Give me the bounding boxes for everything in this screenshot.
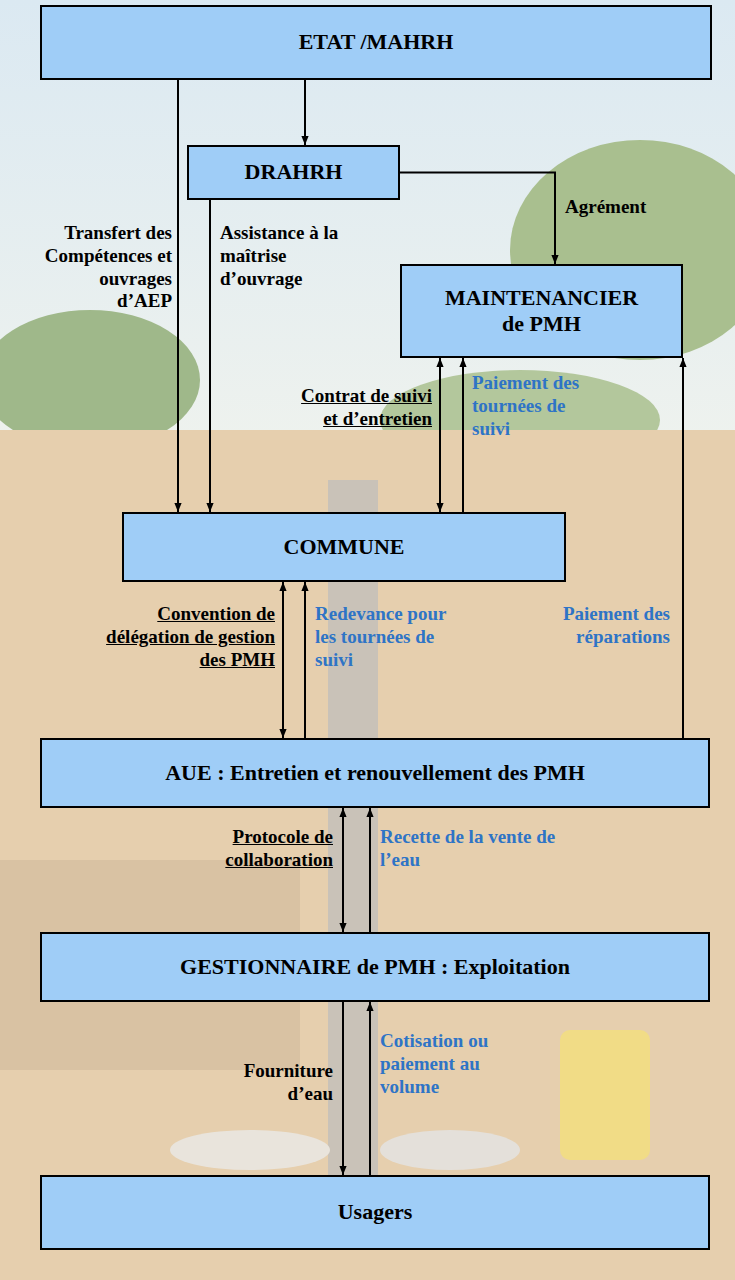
- edge-label: Paiement des tournées de suivi: [472, 372, 579, 439]
- box-label: ETAT /MAHRH: [299, 29, 454, 55]
- box-label: AUE : Entretien et renouvellement des PM…: [165, 760, 585, 786]
- edge-label: Protocole de collaboration: [225, 826, 333, 870]
- pump-pipe: [328, 480, 378, 1180]
- connector-arrow: [462, 358, 464, 512]
- connector-arrow: [369, 1002, 371, 1175]
- connector-arrow: [304, 80, 306, 145]
- connector-arrow: [177, 80, 179, 512]
- connector-arrow: [304, 582, 306, 738]
- process-box: COMMUNE: [122, 512, 566, 582]
- process-box: GESTIONNAIRE de PMH : Exploitation: [40, 932, 710, 1002]
- edge-label: Convention de délégation de gestion des …: [106, 603, 275, 670]
- edge-label-box: Assistance à la maîtrise d’ouvrage: [220, 222, 350, 290]
- edge-label-box: Fourniture d’eau: [210, 1060, 333, 1106]
- box-label: Usagers: [338, 1199, 413, 1225]
- edge-label-box: Paiement des tournées de suivi: [472, 372, 602, 440]
- connector-arrow: [400, 173, 555, 265]
- edge-label: Contrat de suivi et d’entretien: [301, 385, 432, 429]
- box-label: COMMUNE: [284, 534, 405, 560]
- edge-label-box: Redevance pour les tournées de suivi: [315, 603, 450, 671]
- box-label: DRAHRH: [245, 159, 343, 185]
- jerrycan: [560, 1030, 650, 1160]
- connector-arrow: [342, 808, 344, 932]
- tree: [0, 310, 200, 450]
- connector-arrow: [342, 1002, 344, 1175]
- box-label: GESTIONNAIRE de PMH : Exploitation: [180, 954, 570, 980]
- connector-arrow: [209, 200, 211, 512]
- edge-label: Redevance pour les tournées de suivi: [315, 603, 446, 670]
- ground: [0, 430, 735, 1280]
- connector-arrow: [369, 808, 371, 932]
- connector-arrow: [682, 358, 684, 738]
- process-box: MAINTENANCIER de PMH: [400, 264, 683, 358]
- edge-label: Recette de la vente de l’eau: [380, 826, 555, 870]
- edge-label: Transfert des Compétences et ouvrages d’…: [45, 222, 172, 311]
- basin: [170, 1130, 330, 1170]
- connector-arrow: [282, 582, 284, 738]
- edge-label-box: Cotisation ou paiement au volume: [380, 1030, 540, 1098]
- edge-label: Fourniture d’eau: [244, 1060, 333, 1104]
- process-box: ETAT /MAHRH: [40, 5, 712, 80]
- process-box: Usagers: [40, 1175, 710, 1250]
- edge-label: Agrément: [565, 196, 646, 217]
- process-box: AUE : Entretien et renouvellement des PM…: [40, 738, 710, 808]
- edge-label-box: Agrément: [565, 196, 685, 219]
- connector-arrow: [439, 358, 441, 512]
- edge-label-box: Paiement des réparations: [470, 603, 670, 649]
- process-box: DRAHRH: [187, 145, 400, 200]
- edge-label-box: Contrat de suivi et d’entretien: [297, 385, 432, 431]
- edge-label-box: Protocole de collaboration: [180, 826, 333, 872]
- edge-label: Paiement des réparations: [563, 603, 670, 647]
- edge-label-box: Transfert des Compétences et ouvrages d’…: [42, 222, 172, 313]
- edge-label: Cotisation ou paiement au volume: [380, 1030, 488, 1097]
- edge-label: Assistance à la maîtrise d’ouvrage: [220, 222, 338, 289]
- edge-label-box: Convention de délégation de gestion des …: [88, 603, 275, 671]
- box-label: MAINTENANCIER de PMH: [437, 285, 647, 338]
- edge-label-box: Recette de la vente de l’eau: [380, 826, 580, 872]
- basin: [380, 1130, 520, 1170]
